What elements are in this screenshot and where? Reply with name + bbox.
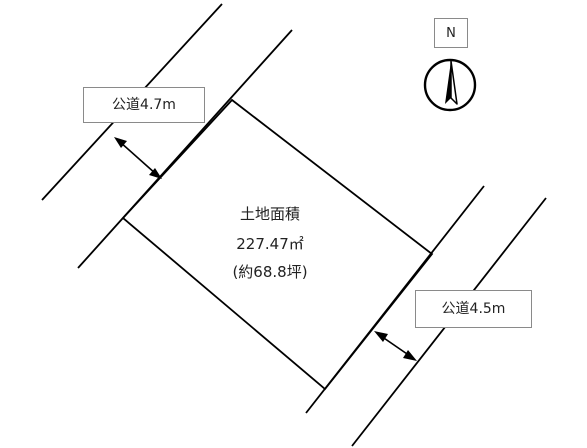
lot-area-sqm: 227.47㎡ [236, 235, 304, 253]
north-compass-icon [423, 58, 477, 112]
road-left-width-arrow [114, 137, 162, 179]
lot-area-tsubo: (約68.8坪) [232, 263, 308, 281]
road-left-inner-edge [77, 29, 293, 269]
lot-outline [121, 98, 434, 391]
road-right-width-label: 公道4.5m [415, 290, 532, 328]
north-label: N [434, 18, 468, 48]
road-right-width-arrow [374, 331, 417, 361]
road-left-width-label: 公道4.7m [83, 87, 205, 123]
lot-area-title: 土地面積 [239, 205, 300, 223]
